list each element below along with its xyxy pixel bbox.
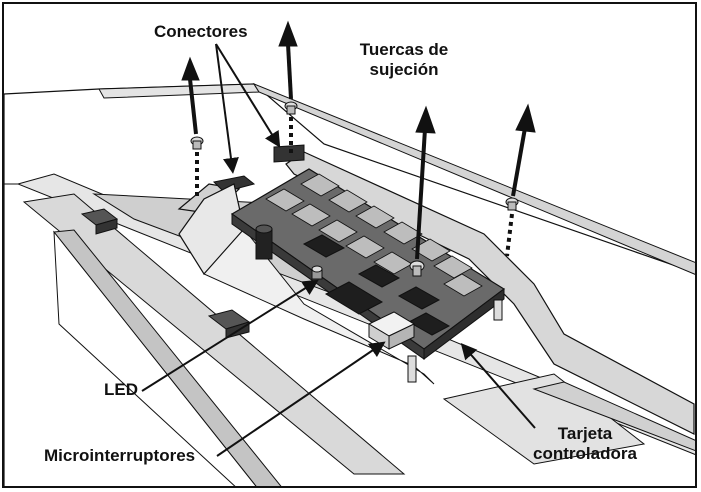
arrow-up-3 <box>415 105 436 260</box>
dotted-guides <box>195 117 514 257</box>
led-component <box>311 265 323 280</box>
nut-1 <box>190 136 204 150</box>
arrow-up-4 <box>511 103 536 197</box>
nut-2 <box>284 101 298 115</box>
removal-arrows <box>181 20 536 260</box>
label-nuts: Tuercas de sujeción <box>354 40 454 80</box>
diagram-frame: Conectores Tuercas de sujeción LED Micro… <box>2 2 697 488</box>
arrow-up-1 <box>181 56 200 135</box>
assembly-illustration <box>4 20 695 486</box>
arrow-up-2 <box>278 20 298 100</box>
callout-lines <box>141 43 536 457</box>
capacitor <box>255 224 273 260</box>
nut-3 <box>505 197 519 211</box>
label-board-line1: Tarjeta <box>557 424 613 443</box>
standoffs <box>407 299 503 383</box>
board-ics <box>302 234 451 336</box>
label-board-line2: controladora <box>533 444 637 463</box>
board-housing <box>178 183 435 385</box>
label-connectors: Conectores <box>154 22 248 41</box>
label-led: LED <box>104 380 138 399</box>
label-nuts-line2: sujeción <box>369 60 439 79</box>
mounting-nut-board <box>409 260 425 277</box>
label-board: Tarjeta controladora <box>520 424 650 464</box>
label-nuts-line1: Tuercas de <box>359 40 449 59</box>
board-headers <box>265 173 483 297</box>
label-microswitches: Microinterruptores <box>44 446 196 465</box>
rail-clip-1 <box>80 208 119 235</box>
